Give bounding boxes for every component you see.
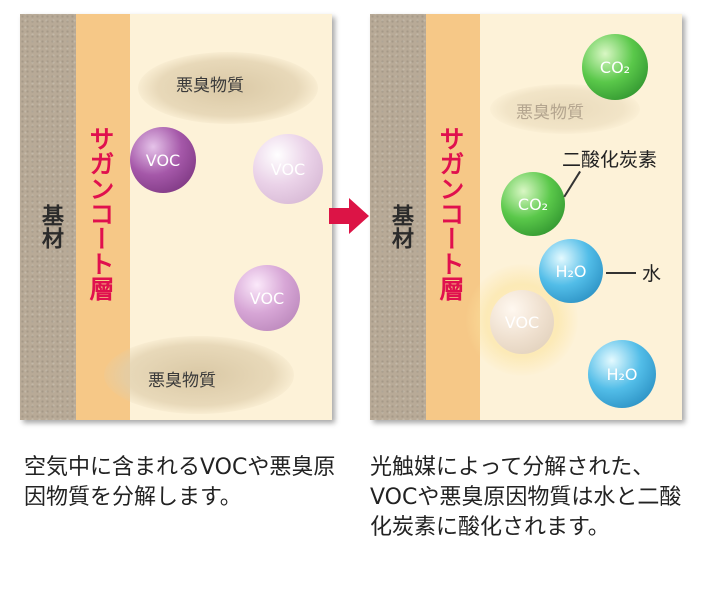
voc-molecule: VOC bbox=[234, 265, 300, 331]
coating-layer bbox=[426, 14, 480, 420]
voc-label: VOC bbox=[249, 288, 285, 308]
substrate-layer bbox=[20, 14, 76, 420]
arrow-right-icon bbox=[329, 198, 369, 234]
voc-label: VOC bbox=[270, 159, 306, 179]
callout-h2o: 水 bbox=[642, 263, 662, 285]
voc-molecule: VOC bbox=[130, 127, 196, 193]
h2o-label: H₂O bbox=[606, 364, 638, 384]
coating-label: サガンコート層 bbox=[86, 126, 115, 301]
leader-line-h2o bbox=[606, 272, 636, 274]
h2o-molecule: H₂O bbox=[539, 239, 603, 303]
h2o-molecule: H₂O bbox=[588, 340, 656, 408]
co2-molecule: CO₂ bbox=[582, 34, 648, 100]
co2-label: CO₂ bbox=[517, 194, 549, 214]
caption-before: 空気中に含まれるVOCや悪臭原因物質を分解します。 bbox=[24, 455, 336, 510]
callout-co2: 二酸化炭素 bbox=[562, 149, 658, 171]
voc-label: VOC bbox=[145, 150, 181, 170]
odor-label-bottom: 悪臭物質 bbox=[148, 371, 216, 391]
leader-line-co2 bbox=[563, 170, 581, 198]
voc-label: VOC bbox=[504, 312, 540, 332]
after-panel: 基材 サガンコート層 悪臭物質 CO₂ CO₂ 二酸化炭素 VOC H₂O 水 … bbox=[370, 14, 682, 420]
co2-label: CO₂ bbox=[599, 57, 631, 77]
odor-label-faded: 悪臭物質 bbox=[516, 103, 584, 123]
substrate-label: 基材 bbox=[38, 204, 63, 250]
odor-cloud-top bbox=[138, 52, 318, 124]
h2o-label: H₂O bbox=[555, 261, 587, 281]
coating-label: サガンコート層 bbox=[436, 126, 465, 301]
voc-molecule-decomposing: VOC bbox=[490, 290, 554, 354]
before-panel: 基材 サガンコート層 悪臭物質 VOC VOC VOC 悪臭物質 bbox=[20, 14, 332, 420]
caption-after: 光触媒によって分解された、VOCや悪臭原因物質は水と二酸化炭素に酸化されます。 bbox=[370, 455, 682, 540]
substrate-layer bbox=[370, 14, 426, 420]
odor-cloud-bottom bbox=[104, 336, 294, 414]
voc-molecule: VOC bbox=[253, 134, 323, 204]
odor-label-top: 悪臭物質 bbox=[176, 76, 244, 96]
co2-molecule: CO₂ bbox=[501, 172, 565, 236]
substrate-label: 基材 bbox=[388, 204, 413, 250]
